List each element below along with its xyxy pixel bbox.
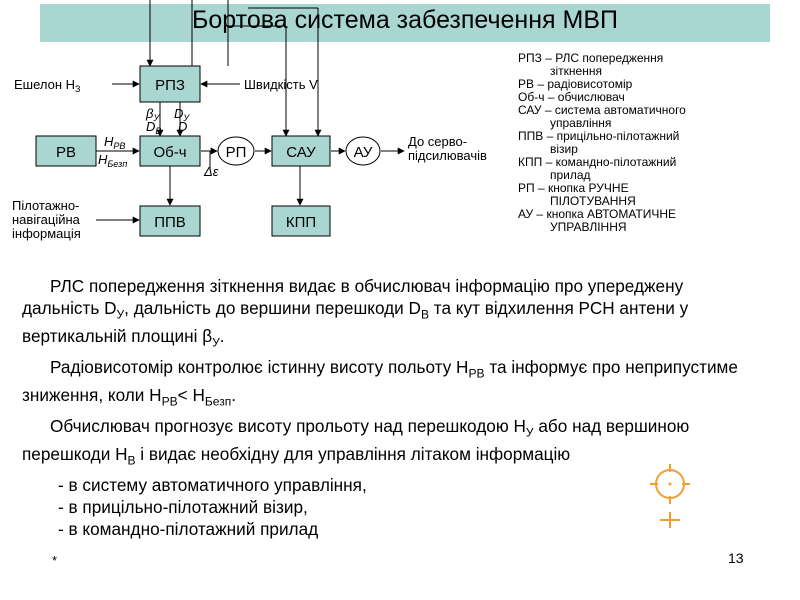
diagram-connections bbox=[96, 0, 405, 224]
label-servo-2: підсилювачів bbox=[408, 148, 487, 163]
label-d: D bbox=[178, 119, 187, 134]
legend-item: Об-ч – обчислювач bbox=[518, 90, 625, 104]
list-item: - в командно-пілотажний прилад bbox=[58, 518, 319, 539]
svg-text:РПЗ: РПЗ bbox=[155, 77, 185, 94]
box-kpp: КПП bbox=[271, 205, 331, 237]
label-hbezp: HБезп bbox=[98, 152, 127, 169]
footer-star: * bbox=[52, 553, 58, 568]
box-rp: РП bbox=[217, 136, 255, 166]
body-text: РЛС попередження зіткнення видає в обчис… bbox=[22, 275, 762, 540]
box-ppv: ППВ bbox=[139, 205, 201, 237]
label-du: DУ bbox=[174, 106, 190, 123]
svg-text:ППВ: ППВ bbox=[154, 214, 186, 231]
box-rv: РВ bbox=[35, 135, 97, 167]
paragraph-obch: Обчислювач прогнозує висоту прольоту над… bbox=[22, 415, 690, 468]
paragraph-rv: Радіовисотомір контролює істинну висоту … bbox=[22, 356, 738, 409]
label-hrv: HРВ bbox=[104, 134, 125, 151]
label-deps: Δε bbox=[203, 164, 219, 179]
box-au: АУ bbox=[345, 136, 381, 166]
paragraph-rpz: РЛС попередження зіткнення видає в обчис… bbox=[22, 276, 689, 350]
label-shvydkist: Швидкість V bbox=[244, 77, 318, 92]
label-pilot-2: навігаційна bbox=[12, 212, 81, 227]
svg-text:АУ: АУ bbox=[354, 144, 373, 161]
label-pilot-1: Пілотажно- bbox=[12, 198, 79, 213]
svg-text:РП: РП bbox=[226, 144, 247, 161]
list-item: - в систему автоматичного управління, bbox=[58, 474, 367, 495]
page-number: 13 bbox=[728, 550, 744, 566]
label-db: DВ bbox=[146, 119, 161, 136]
label-eshelon: Ешелон HЗ bbox=[14, 77, 80, 94]
svg-text:КПП: КПП bbox=[286, 214, 316, 231]
svg-text:Об-ч: Об-ч bbox=[153, 144, 186, 161]
list-item: - в прицільно-пілотажний візир, bbox=[58, 496, 308, 517]
label-pilot-3: інформація bbox=[12, 226, 81, 241]
legend-item: РВ – радіовисотомір bbox=[518, 77, 633, 91]
box-obch: Об-ч bbox=[139, 135, 201, 167]
label-servo-1: До серво- bbox=[408, 134, 467, 149]
box-rpz: РПЗ bbox=[139, 65, 201, 103]
svg-text:САУ: САУ bbox=[286, 144, 316, 161]
crosshair-reticle-icon bbox=[650, 464, 690, 528]
label-beta: βУ bbox=[145, 106, 160, 123]
box-sau: САУ bbox=[271, 135, 331, 167]
block-diagram: РПЗ РВ Об-ч РП САУ АУ ППВ КПП Ешелон HЗ … bbox=[12, 0, 487, 241]
title-bar: Бортова система забезпечення МВП bbox=[40, 4, 770, 42]
svg-text:РВ: РВ bbox=[56, 144, 76, 161]
slide-title: Бортова система забезпечення МВП bbox=[192, 6, 618, 34]
